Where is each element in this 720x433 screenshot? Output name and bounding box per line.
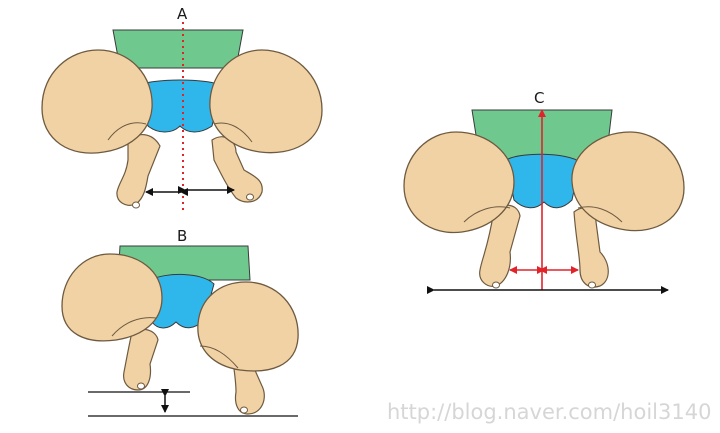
left-toe-c	[492, 281, 500, 289]
right-thigh-a	[209, 49, 323, 154]
left-thigh-a	[41, 49, 153, 154]
figure-b: B	[61, 227, 299, 417]
left-knee-crease-a	[107, 122, 147, 141]
right-toe-a	[246, 193, 254, 201]
figure-a: A	[41, 5, 323, 212]
diaper-a	[137, 79, 223, 133]
right-knee-crease-a	[213, 122, 253, 143]
label-b: B	[177, 227, 187, 245]
right-thigh-c	[571, 131, 685, 232]
label-a: A	[177, 5, 188, 23]
diaper-b	[149, 273, 215, 329]
left-toe-a	[132, 201, 140, 209]
right-knee-crease-b	[199, 345, 239, 369]
right-knee-crease-c	[577, 206, 623, 223]
left-thigh-b	[61, 253, 163, 342]
left-knee-crease-b	[111, 317, 157, 337]
label-c: C	[534, 89, 544, 107]
figure-c: C	[403, 89, 685, 294]
left-knee-crease-c	[463, 206, 511, 223]
right-toe-b	[240, 406, 248, 414]
left-lower-leg-b	[123, 328, 159, 391]
diaper-c	[505, 153, 581, 209]
left-toe-b	[137, 382, 145, 390]
left-thigh-c	[403, 131, 515, 234]
watermark: http://blog.naver.com/hoil3140	[387, 400, 711, 424]
right-thigh-b	[197, 281, 299, 372]
right-toe-c	[588, 281, 596, 289]
